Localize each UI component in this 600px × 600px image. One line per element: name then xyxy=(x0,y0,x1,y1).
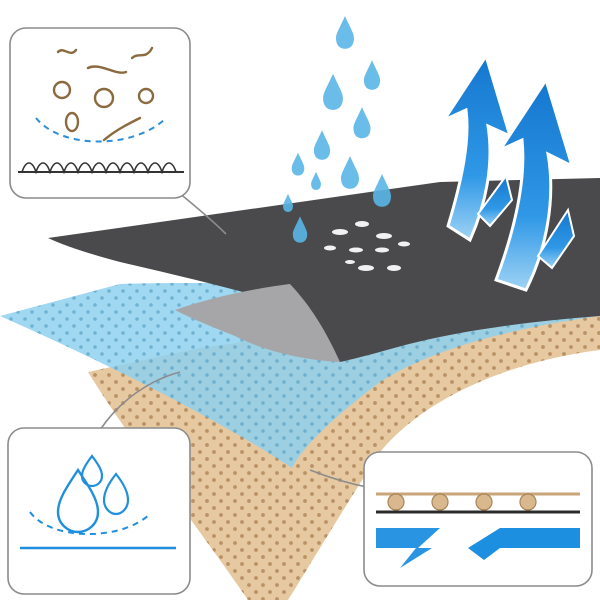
water-drop-icon xyxy=(336,16,354,49)
breathable-beads xyxy=(387,493,537,511)
callout-water-pointer xyxy=(99,371,181,431)
water-drop-small-top xyxy=(80,454,104,488)
breathable-flow-left xyxy=(376,528,440,568)
contaminant-surface-bumps xyxy=(21,162,177,175)
water-bead xyxy=(376,233,392,239)
water-drop-icon xyxy=(363,60,381,90)
vapor-arrow-tail-right xyxy=(536,207,576,270)
water-drop-large xyxy=(56,467,100,534)
water-drop-icon xyxy=(311,171,321,190)
membrane-peeled-corner xyxy=(175,284,340,362)
water-bead xyxy=(387,265,401,271)
water-bead xyxy=(398,241,410,247)
water-bead xyxy=(358,265,374,271)
water-drop-icon xyxy=(323,73,343,110)
vapor-arrow-tail-left xyxy=(476,173,514,228)
water-bead xyxy=(355,221,369,227)
water-bead xyxy=(332,229,348,235)
water-drop-icon xyxy=(292,216,308,243)
water-drop-icon xyxy=(341,156,359,189)
rain-drops xyxy=(283,16,391,243)
water-drop-icon xyxy=(291,152,305,176)
contaminant-particles xyxy=(52,46,155,142)
water-repel-icon xyxy=(7,371,191,595)
callout-contaminants-box xyxy=(9,27,191,199)
vapor-escape-arrow-icon xyxy=(439,52,576,292)
water-bead xyxy=(375,247,389,253)
water-bead xyxy=(324,245,336,251)
breathable-layer-icon xyxy=(309,451,593,587)
water-repel-dashed-arc xyxy=(29,511,151,535)
water-bead xyxy=(345,260,355,264)
callout-contaminants-pointer xyxy=(177,191,227,235)
water-drop-icon xyxy=(373,174,391,207)
water-bead xyxy=(349,247,363,253)
water-drop-icon xyxy=(353,107,371,139)
repel-dashed-arc xyxy=(35,117,165,143)
breathable-flow-right xyxy=(468,528,580,560)
water-drop-icon xyxy=(313,130,331,160)
water-drop-icon xyxy=(283,193,293,212)
dirt-microbe-repel-icon xyxy=(9,27,227,235)
callout-breathable-box xyxy=(363,451,593,587)
beaded-water xyxy=(324,221,410,271)
water-drop-small-right xyxy=(102,472,130,516)
